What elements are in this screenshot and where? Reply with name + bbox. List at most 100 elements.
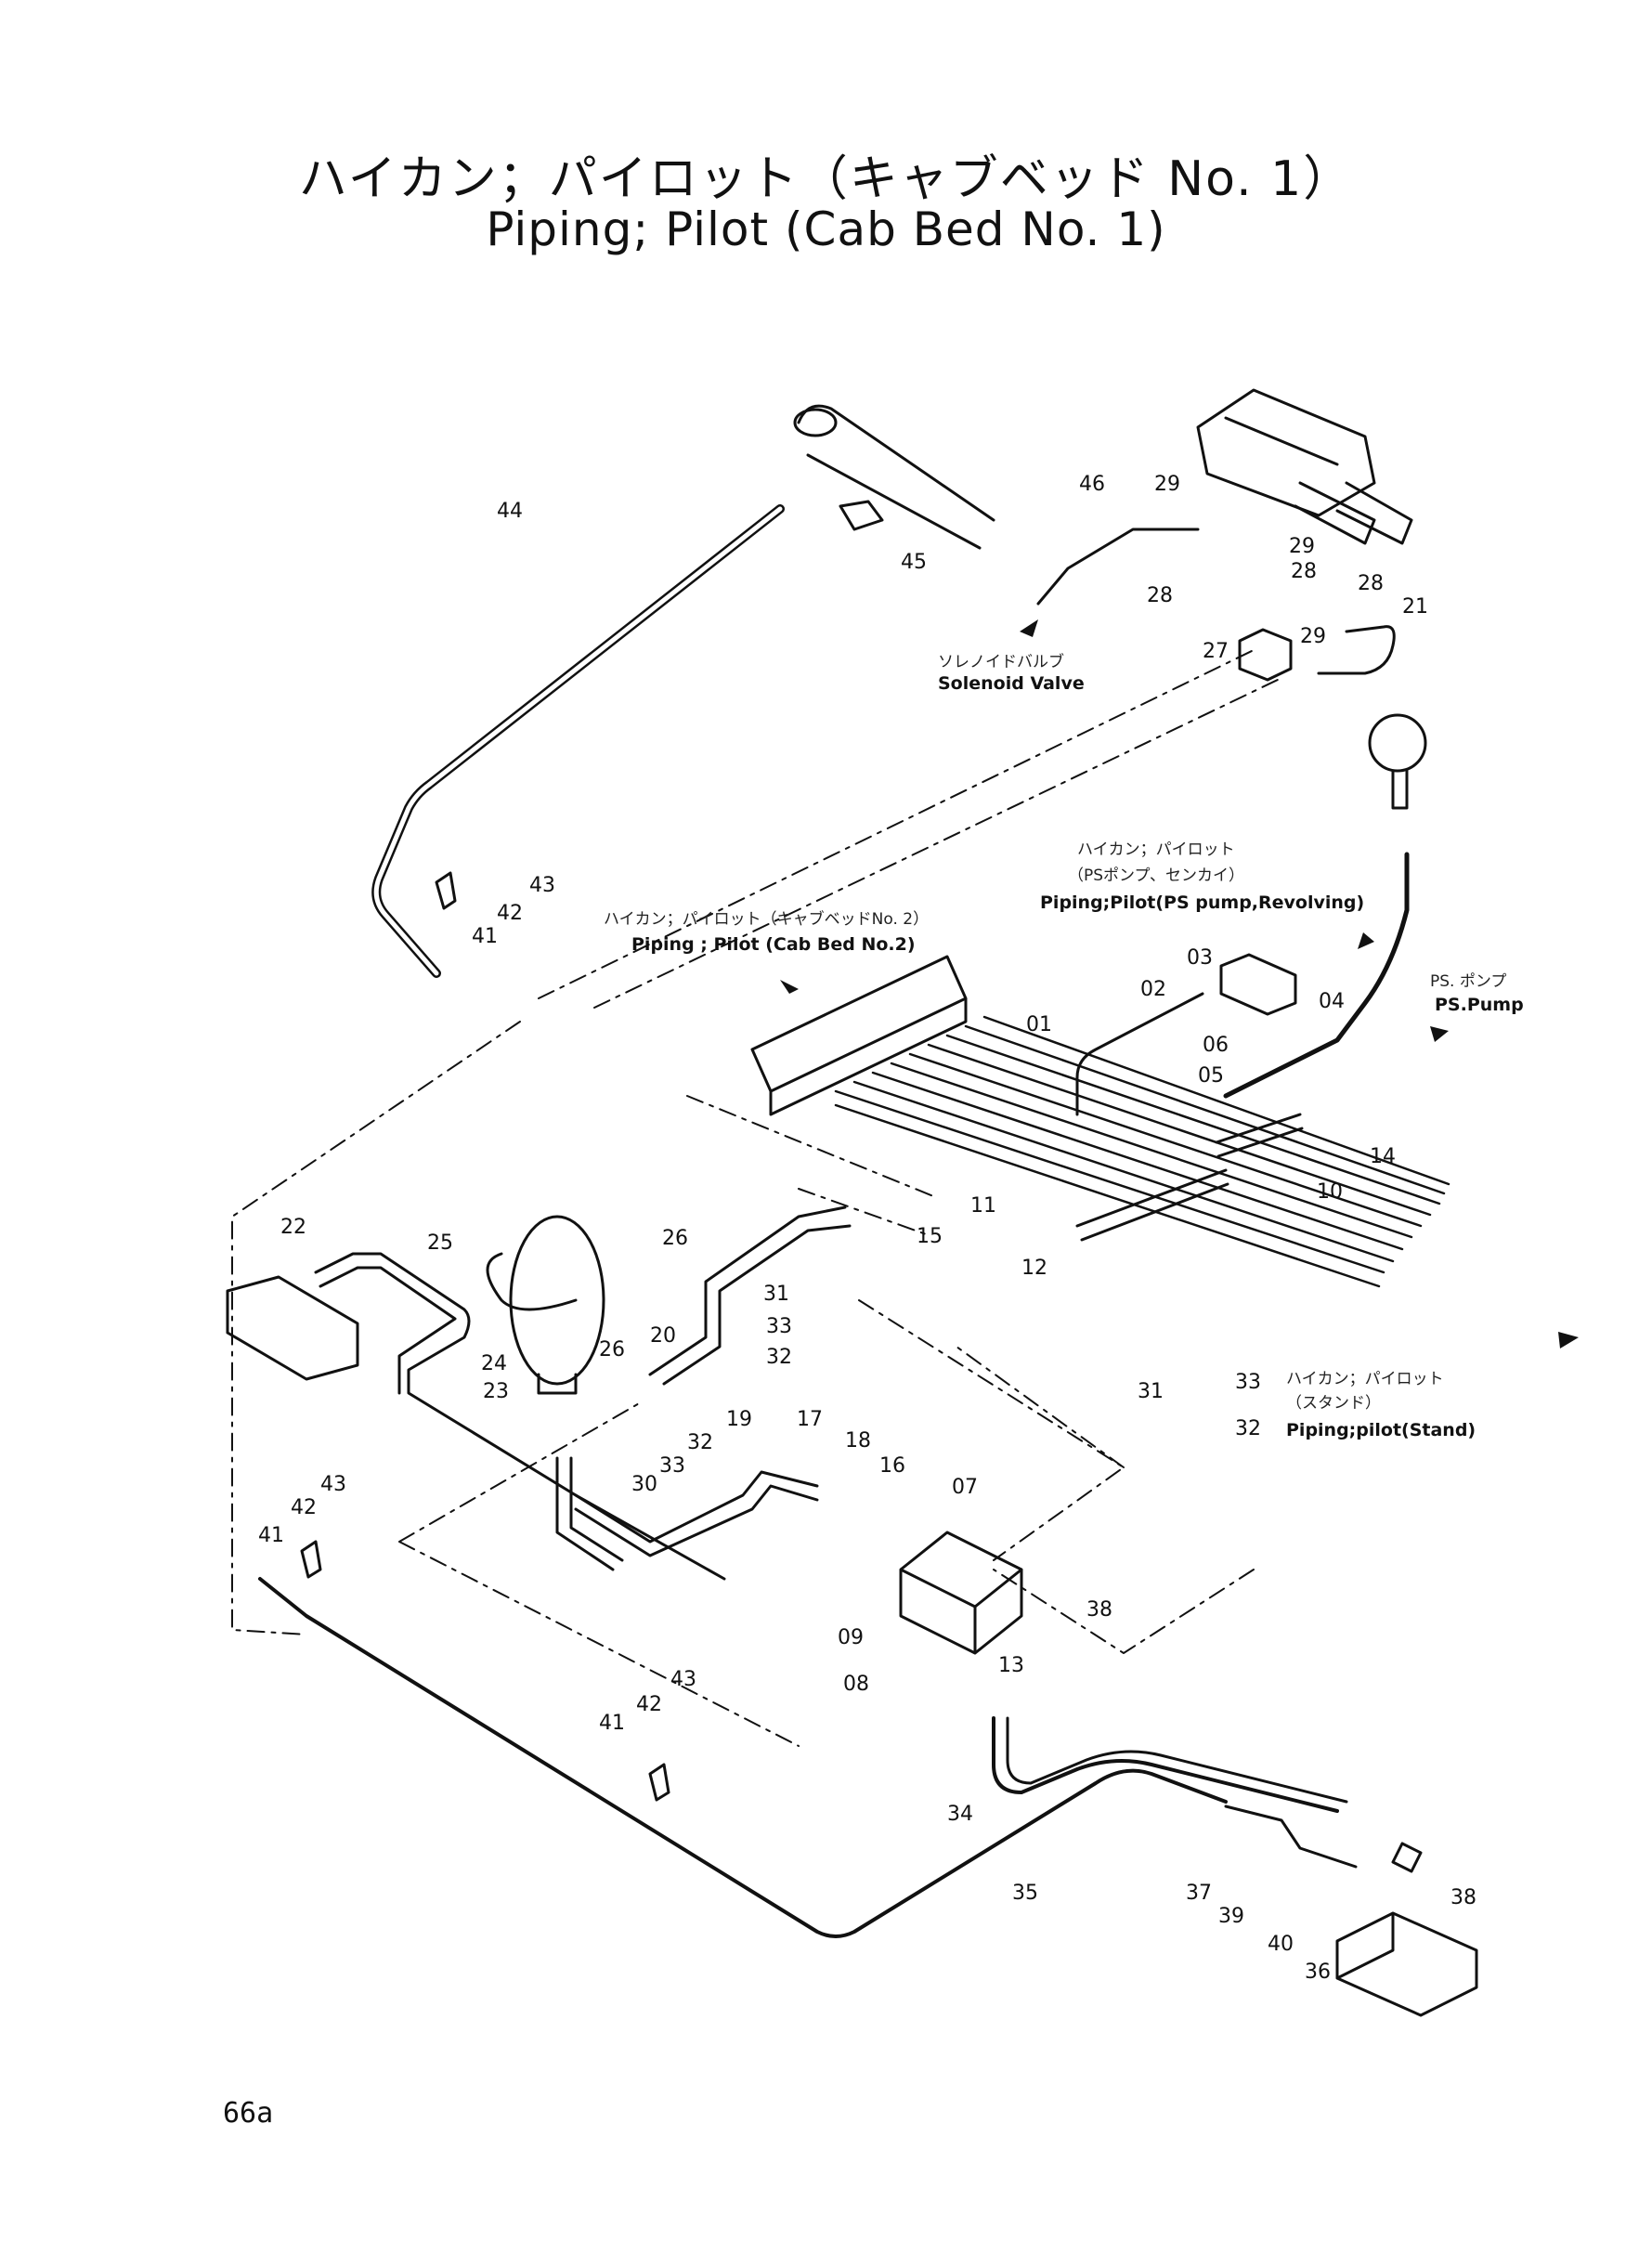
part-label-26b: 26 xyxy=(599,1338,625,1362)
caption-solenoid-jp: ソレノイドバルブ xyxy=(938,652,1064,671)
pipe-02 xyxy=(1075,992,1204,1116)
fittings-37-40 xyxy=(1224,1804,1358,1869)
part-label-13: 13 xyxy=(998,1654,1024,1677)
caption-ps-pump-jp: PS. ポンプ xyxy=(1430,972,1506,991)
block-03 xyxy=(1219,953,1297,1016)
caption-ps-revolving-en: Piping;Pilot(PS pump,Revolving) xyxy=(1040,892,1364,913)
part-label-41b: 41 xyxy=(258,1524,284,1547)
part-label-33b: 33 xyxy=(659,1454,685,1478)
gauge xyxy=(1368,713,1427,773)
pipe-10 xyxy=(1215,1113,1304,1158)
part-label-31a: 31 xyxy=(763,1283,789,1306)
part-label-14: 14 xyxy=(1370,1145,1396,1168)
part-label-22: 22 xyxy=(280,1216,306,1239)
clamp-41-top xyxy=(435,871,457,910)
part-label-40: 40 xyxy=(1268,1933,1294,1956)
caption-stand-jp1: ハイカン；パイロット xyxy=(1286,1370,1444,1388)
part-label-45: 45 xyxy=(901,551,927,574)
dash-frame-lower xyxy=(398,1095,939,1747)
caption-stand-jp2: （スタンド） xyxy=(1286,1394,1381,1413)
pipe-34 xyxy=(992,1716,1339,1813)
caption-cab-bed-2-jp: ハイカン；パイロット（キャブベッドNo. 2） xyxy=(604,909,929,929)
part-label-11: 11 xyxy=(970,1194,996,1218)
part-label-46: 46 xyxy=(1079,473,1105,496)
part-label-28c: 28 xyxy=(1358,572,1384,595)
part-label-38b: 38 xyxy=(1450,1886,1476,1909)
part-label-08: 08 xyxy=(843,1673,869,1696)
dash-frame-mid xyxy=(538,649,1282,1009)
part-label-15: 15 xyxy=(917,1225,943,1248)
part-label-30: 30 xyxy=(631,1473,657,1496)
title-english: Piping; Pilot (Cab Bed No. 1) xyxy=(486,202,1166,256)
part-label-29a: 29 xyxy=(1154,473,1180,496)
pipe-21 xyxy=(1317,625,1396,675)
pipe-46 xyxy=(1036,528,1200,606)
arrow-ps-revolving xyxy=(1358,932,1374,949)
solenoid-block-22 xyxy=(226,1275,359,1381)
manifold-bar xyxy=(750,955,968,1116)
caption-stand-en: Piping;pilot(Stand) xyxy=(1286,1420,1476,1440)
elbow-38 xyxy=(1391,1842,1423,1873)
title-japanese: ハイカン；パイロット（キャブベッド No. 1） xyxy=(298,151,1354,207)
part-label-26a: 26 xyxy=(662,1227,688,1250)
accumulator xyxy=(509,1215,605,1386)
part-label-36: 36 xyxy=(1305,1961,1331,1984)
pipes-17-20 xyxy=(648,1205,852,1386)
part-label-32c: 32 xyxy=(1235,1417,1261,1440)
pipe-top xyxy=(797,404,995,550)
part-label-10: 10 xyxy=(1317,1180,1343,1204)
dash-frame-left xyxy=(231,1021,521,1635)
part-label-27: 27 xyxy=(1203,640,1229,663)
part-label-28b: 28 xyxy=(1291,560,1317,583)
caption-cab-bed-2-en: Piping ; Pilot (Cab Bed No.2) xyxy=(631,934,916,955)
part-label-43a: 43 xyxy=(529,874,555,897)
part-label-21: 21 xyxy=(1402,595,1428,619)
caption-ps-pump-en: PS.Pump xyxy=(1435,995,1524,1015)
part-label-01: 01 xyxy=(1026,1013,1052,1036)
part-label-20: 20 xyxy=(650,1324,676,1348)
clamp-41-mid xyxy=(300,1540,322,1579)
part-label-24: 24 xyxy=(481,1352,507,1375)
part-label-39: 39 xyxy=(1218,1905,1244,1928)
part-label-18: 18 xyxy=(845,1429,871,1453)
part-label-42b: 42 xyxy=(291,1496,317,1519)
part-label-16: 16 xyxy=(879,1454,905,1478)
part-label-42c: 42 xyxy=(636,1693,662,1716)
part-label-38a: 38 xyxy=(1086,1598,1112,1622)
part-label-25: 25 xyxy=(427,1231,453,1255)
part-label-09: 09 xyxy=(838,1626,864,1649)
part-label-05: 05 xyxy=(1198,1064,1224,1088)
part-label-43b: 43 xyxy=(320,1473,346,1496)
valve-block-27 xyxy=(1238,628,1293,682)
part-label-35: 35 xyxy=(1012,1882,1038,1905)
part-label-32a: 32 xyxy=(766,1346,792,1369)
part-label-12: 12 xyxy=(1021,1257,1047,1280)
arrow-ps-pump xyxy=(1430,1026,1449,1042)
part-label-43c: 43 xyxy=(670,1668,696,1691)
part-label-29c: 29 xyxy=(1300,625,1326,648)
part-label-29b: 29 xyxy=(1289,535,1315,558)
pipe-35 xyxy=(258,1577,1228,1938)
part-label-33c: 33 xyxy=(1235,1371,1261,1394)
part-label-32b: 32 xyxy=(687,1431,713,1454)
arrow-stand xyxy=(1558,1332,1579,1348)
part-label-06: 06 xyxy=(1203,1034,1229,1057)
caption-ps-revolving-jp2: （PSポンプ、センカイ） xyxy=(1068,866,1244,885)
pipe-22 xyxy=(314,1252,726,1581)
part-label-19: 19 xyxy=(726,1408,752,1431)
block-07 xyxy=(899,1531,1023,1655)
solenoid-valve-assembly xyxy=(1196,388,1413,545)
tube-bundle-01 xyxy=(834,1015,1450,1288)
dash-frame-right xyxy=(858,1299,1255,1654)
part-label-28a: 28 xyxy=(1147,584,1173,607)
part-label-37: 37 xyxy=(1186,1882,1212,1905)
part-label-07: 07 xyxy=(952,1476,978,1499)
part-label-03: 03 xyxy=(1187,946,1213,970)
part-label-41a: 41 xyxy=(472,925,498,948)
part-label-31b: 31 xyxy=(1138,1380,1164,1403)
arrow-cab-bed-2 xyxy=(780,980,799,994)
part-label-33a: 33 xyxy=(766,1315,792,1338)
part-label-34: 34 xyxy=(947,1803,973,1826)
caption-solenoid-en: Solenoid Valve xyxy=(938,673,1085,694)
